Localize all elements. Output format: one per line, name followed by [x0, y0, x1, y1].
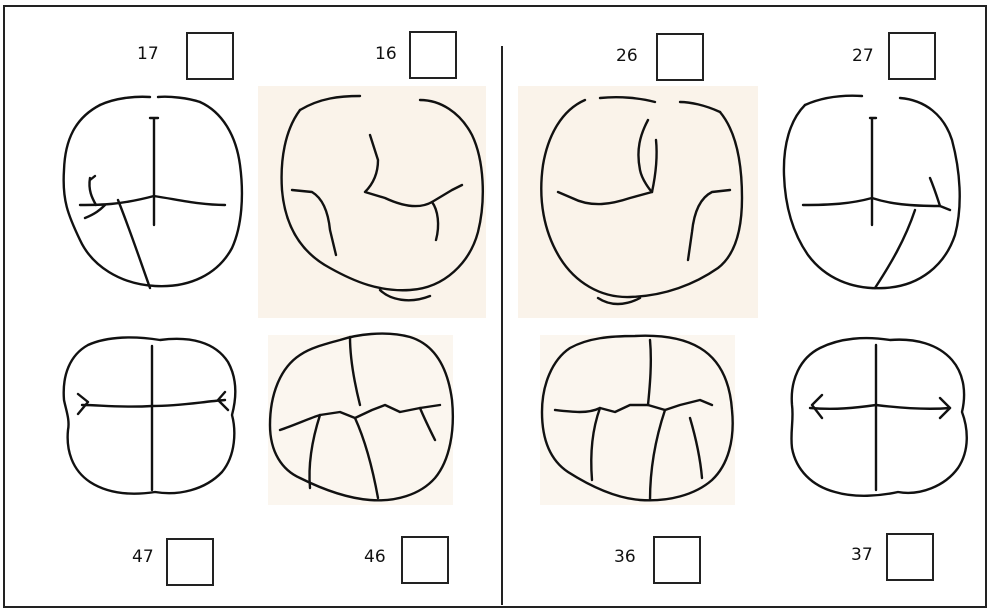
tooth-47-occlusal: [64, 337, 236, 493]
watermark-26: [518, 86, 758, 318]
tooth-27-occlusal: [784, 96, 960, 289]
tooth-17-occlusal: [64, 97, 242, 288]
watermark-36: [540, 335, 735, 505]
tooth-37-occlusal: [791, 338, 966, 496]
